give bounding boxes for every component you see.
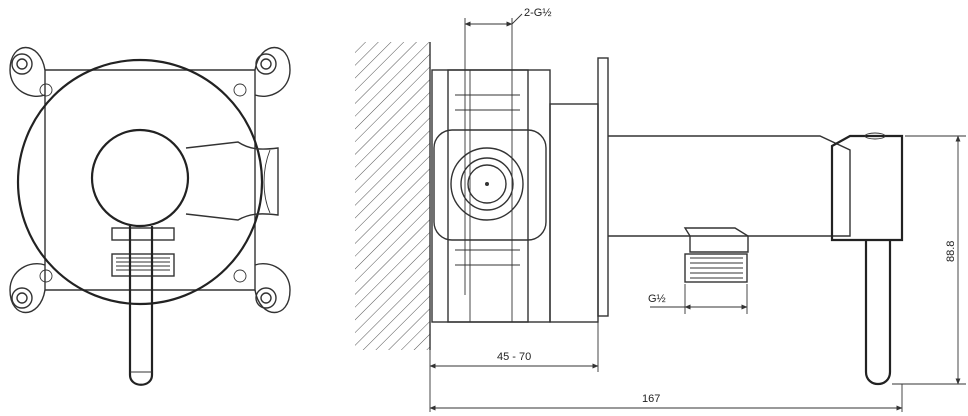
dim-outlet-thread: G½ bbox=[648, 293, 666, 305]
dim-inlet-thread: 2-G½ bbox=[524, 7, 552, 19]
front-view bbox=[9, 46, 291, 386]
valve-body bbox=[431, 69, 551, 323]
wall-section bbox=[355, 42, 430, 350]
mounting-hole bbox=[11, 287, 33, 309]
mounting-hole bbox=[255, 287, 277, 309]
dim-total-length: 167 bbox=[642, 393, 660, 405]
side-view bbox=[355, 42, 904, 386]
dim-wall-depth: 45 - 70 bbox=[497, 351, 531, 363]
outlet-connector bbox=[683, 227, 749, 283]
side-lever bbox=[864, 240, 892, 386]
lever-handle bbox=[128, 226, 154, 386]
mounting-hole bbox=[11, 53, 33, 75]
handle-hub bbox=[830, 134, 904, 242]
sleeve bbox=[549, 103, 599, 323]
mixer-body bbox=[608, 135, 851, 237]
outlet-elbow bbox=[185, 141, 279, 221]
wall-flange bbox=[597, 57, 609, 317]
mounting-hole bbox=[255, 53, 277, 75]
cover-plate bbox=[16, 58, 264, 306]
mounting-plate bbox=[9, 46, 291, 314]
dim-height: 88.8 bbox=[945, 241, 957, 262]
handle-knob bbox=[90, 128, 190, 228]
cartridge-ring bbox=[450, 147, 524, 221]
dimension-lines: 2-G½ 45 - 70 G½ 167 88.8 bbox=[429, 7, 966, 412]
thread-connector bbox=[111, 227, 175, 277]
